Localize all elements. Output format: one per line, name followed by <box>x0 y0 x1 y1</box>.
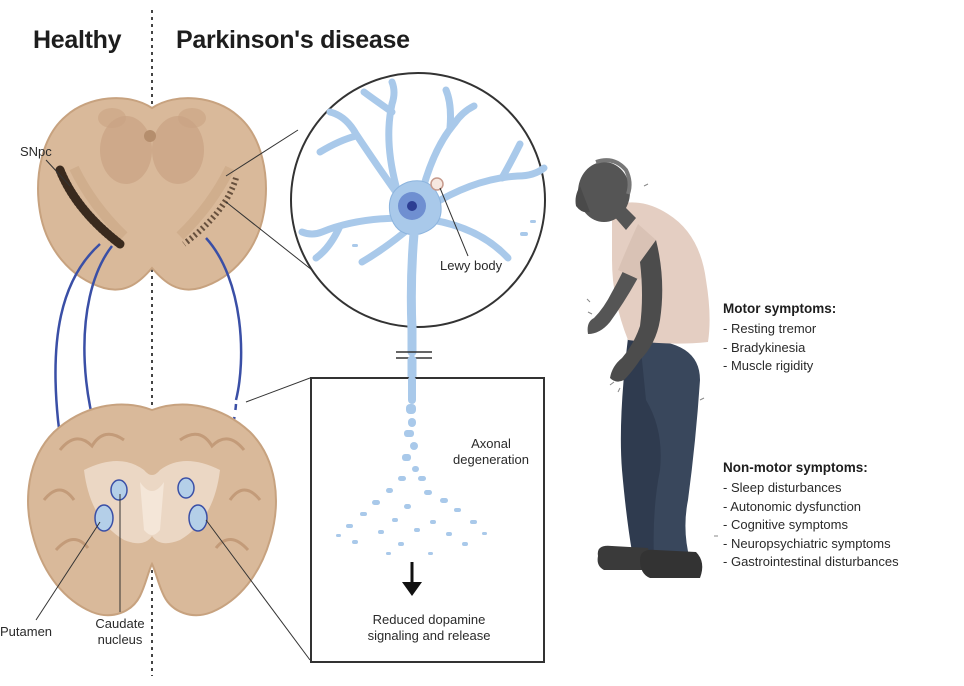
non-motor-symptoms-list: Sleep disturbances Autonomic dysfunction… <box>723 479 899 572</box>
healthy-header: Healthy <box>33 26 122 54</box>
lewy-body <box>430 177 444 191</box>
list-item: Bradykinesia <box>723 339 816 358</box>
putamen-label: Putamen <box>0 624 53 639</box>
axonal-degeneration-label: Axonal degeneration <box>446 436 536 468</box>
person-figure <box>575 158 718 578</box>
reduced-dopamine-label: Reduced dopamine signaling and release <box>336 612 522 644</box>
axon-shaft <box>396 321 432 381</box>
snpc-label: SNpc <box>20 144 52 159</box>
list-item: Gastrointestinal disturbances <box>723 553 899 572</box>
caudate-healthy <box>110 479 128 501</box>
reduced-dopamine-line2: signaling and release <box>367 628 491 643</box>
snpc-pd <box>182 177 239 247</box>
caudate-pd <box>177 477 195 499</box>
list-item: Cognitive symptoms <box>723 516 899 535</box>
motor-symptoms-title: Motor symptoms: <box>723 301 837 316</box>
putamen-pd <box>188 504 208 532</box>
list-item: Autonomic dysfunction <box>723 498 899 517</box>
neuron-zoom-circle <box>290 72 548 335</box>
list-item: Neuropsychiatric symptoms <box>723 535 899 554</box>
non-motor-symptoms-title: Non-motor symptoms: <box>723 460 868 475</box>
caudate-label-line2: nucleus <box>97 632 143 647</box>
midbrain-section <box>37 97 267 291</box>
lewy-body-label: Lewy body <box>440 258 503 273</box>
axonal-degeneration-line1: Axonal <box>471 436 511 451</box>
zoom-connectors <box>205 129 313 661</box>
axon-terminal-box <box>310 376 545 663</box>
axonal-degeneration-line2: degeneration <box>453 452 529 467</box>
snpc-healthy <box>55 165 125 249</box>
reduced-dopamine-line1: Reduced dopamine <box>372 612 486 627</box>
putamen-healthy <box>94 504 114 532</box>
caudate-label-line1: Caudate <box>95 616 145 631</box>
list-item: Resting tremor <box>723 320 816 339</box>
list-item: Sleep disturbances <box>723 479 899 498</box>
motor-symptoms-list: Resting tremor Bradykinesia Muscle rigid… <box>723 320 816 376</box>
caudate-label: Caudate nucleus <box>80 616 160 648</box>
parkinsons-header: Parkinson's disease <box>176 26 410 54</box>
coronal-brain-section <box>27 403 277 621</box>
list-item: Muscle rigidity <box>723 357 816 376</box>
